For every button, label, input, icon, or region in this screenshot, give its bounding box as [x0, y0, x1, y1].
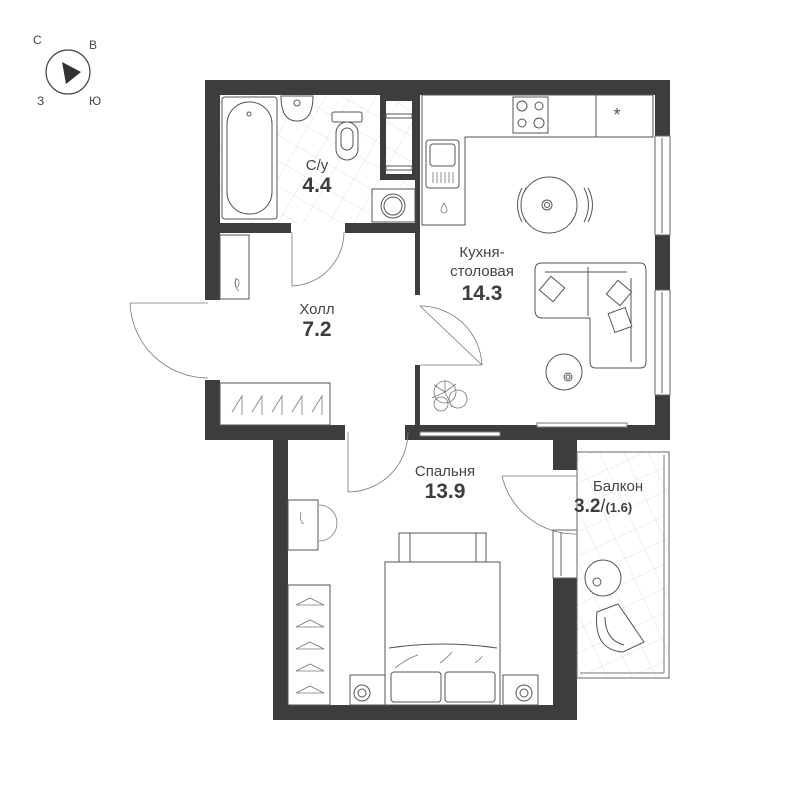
- kitchen-counter: [421, 94, 654, 226]
- hall-area: 7.2: [302, 318, 332, 341]
- windows: [419, 135, 671, 679]
- balcony-area: 3.2: [574, 496, 601, 517]
- balcony-table-icon: [584, 559, 622, 597]
- bathroom-name: С/у: [305, 157, 329, 174]
- balcony-name: Балкон: [592, 478, 644, 495]
- sofa-icon: [534, 262, 647, 369]
- bathtub-icon: [221, 96, 278, 220]
- nightstand-right: [502, 674, 539, 706]
- balcony-area-group: 3.2/(1.6): [574, 496, 664, 518]
- kitchen-name-line2: столовая: [450, 263, 514, 280]
- compass-icon: [45, 49, 91, 95]
- balcony-area-separator: /: [600, 496, 606, 516]
- bed-icon: [384, 532, 501, 706]
- shoe-cabinet: [219, 234, 250, 300]
- kitchen-door[interactable]: [419, 305, 483, 366]
- kitchen-name-line1: Кухня-: [459, 244, 505, 261]
- round-table-icon: [545, 353, 583, 391]
- stove-icon: [512, 96, 549, 134]
- bathroom-area: 4.4: [302, 174, 332, 197]
- balcony-area-reduced: (1.6): [605, 500, 633, 515]
- fridge-icon: *: [613, 105, 620, 125]
- kitchen-sink-icon: [425, 139, 460, 189]
- entrance-door[interactable]: [129, 302, 209, 379]
- plant-icon: [431, 380, 468, 412]
- towel-rack-icon: [385, 113, 413, 171]
- nightstand-left: [349, 674, 386, 706]
- kitchen-area: 14.3: [461, 282, 503, 305]
- bedroom-name: Спальня: [414, 463, 476, 480]
- compass-north-label: С: [33, 33, 42, 47]
- compass-east-label: В: [89, 38, 98, 52]
- armchair-icon: [596, 603, 645, 653]
- balcony-door[interactable]: [501, 475, 578, 535]
- sink-icon: [280, 95, 314, 122]
- compass-west-label: З: [37, 94, 45, 108]
- bathroom-door[interactable]: [291, 231, 345, 287]
- water-drop-icon: [440, 202, 448, 214]
- wardrobe-hall: [219, 382, 331, 426]
- washing-machine-icon: [371, 188, 416, 223]
- wardrobe-bedroom: [287, 584, 331, 706]
- dining-table-icon: [517, 176, 593, 234]
- compass-south-label: Ю: [89, 94, 102, 108]
- toilet-icon: [331, 111, 363, 161]
- dressing-table-icon: [287, 499, 338, 551]
- hall-name: Холл: [299, 301, 335, 318]
- bedroom-area: 13.9: [424, 480, 466, 503]
- bedroom-door[interactable]: [347, 431, 409, 493]
